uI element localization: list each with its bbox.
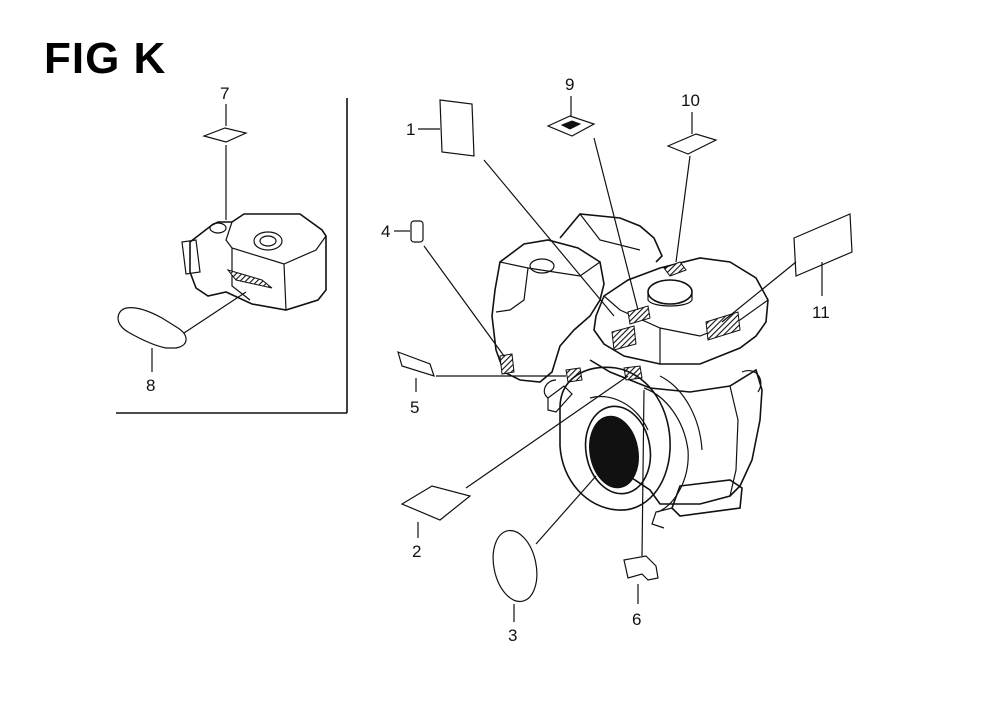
air-cleaner-inset bbox=[117, 127, 327, 372]
part-9-label bbox=[546, 115, 596, 137]
part-4-label bbox=[410, 220, 424, 243]
callout-5: 5 bbox=[410, 398, 419, 417]
engine-drawing bbox=[491, 213, 769, 529]
callout-9: 9 bbox=[565, 75, 574, 94]
callout-8: 8 bbox=[146, 376, 155, 395]
part-6-label bbox=[623, 555, 659, 581]
leader-lines bbox=[225, 96, 823, 622]
part-1-label bbox=[439, 99, 475, 157]
callout-1: 1 bbox=[406, 120, 415, 139]
callout-numbers: 1 2 3 4 5 6 7 8 9 10 11 bbox=[146, 75, 830, 645]
callout-3: 3 bbox=[508, 626, 517, 645]
part-2-label bbox=[400, 485, 472, 521]
figure-title: FIG K bbox=[44, 34, 167, 83]
callout-10: 10 bbox=[681, 91, 700, 110]
callout-6: 6 bbox=[632, 610, 641, 629]
inset-frame bbox=[116, 98, 348, 414]
callout-4: 4 bbox=[381, 222, 390, 241]
part-3-label bbox=[492, 529, 538, 603]
part-10-label bbox=[666, 133, 718, 155]
part-5-label bbox=[397, 351, 435, 377]
part-8-label bbox=[117, 307, 187, 349]
part-11-label bbox=[793, 213, 853, 277]
callout-parts bbox=[397, 99, 853, 603]
callout-11: 11 bbox=[812, 303, 830, 322]
callout-2: 2 bbox=[412, 542, 421, 561]
starter-hub bbox=[589, 415, 639, 489]
part-7-label bbox=[202, 127, 248, 143]
callout-7: 7 bbox=[220, 84, 229, 103]
